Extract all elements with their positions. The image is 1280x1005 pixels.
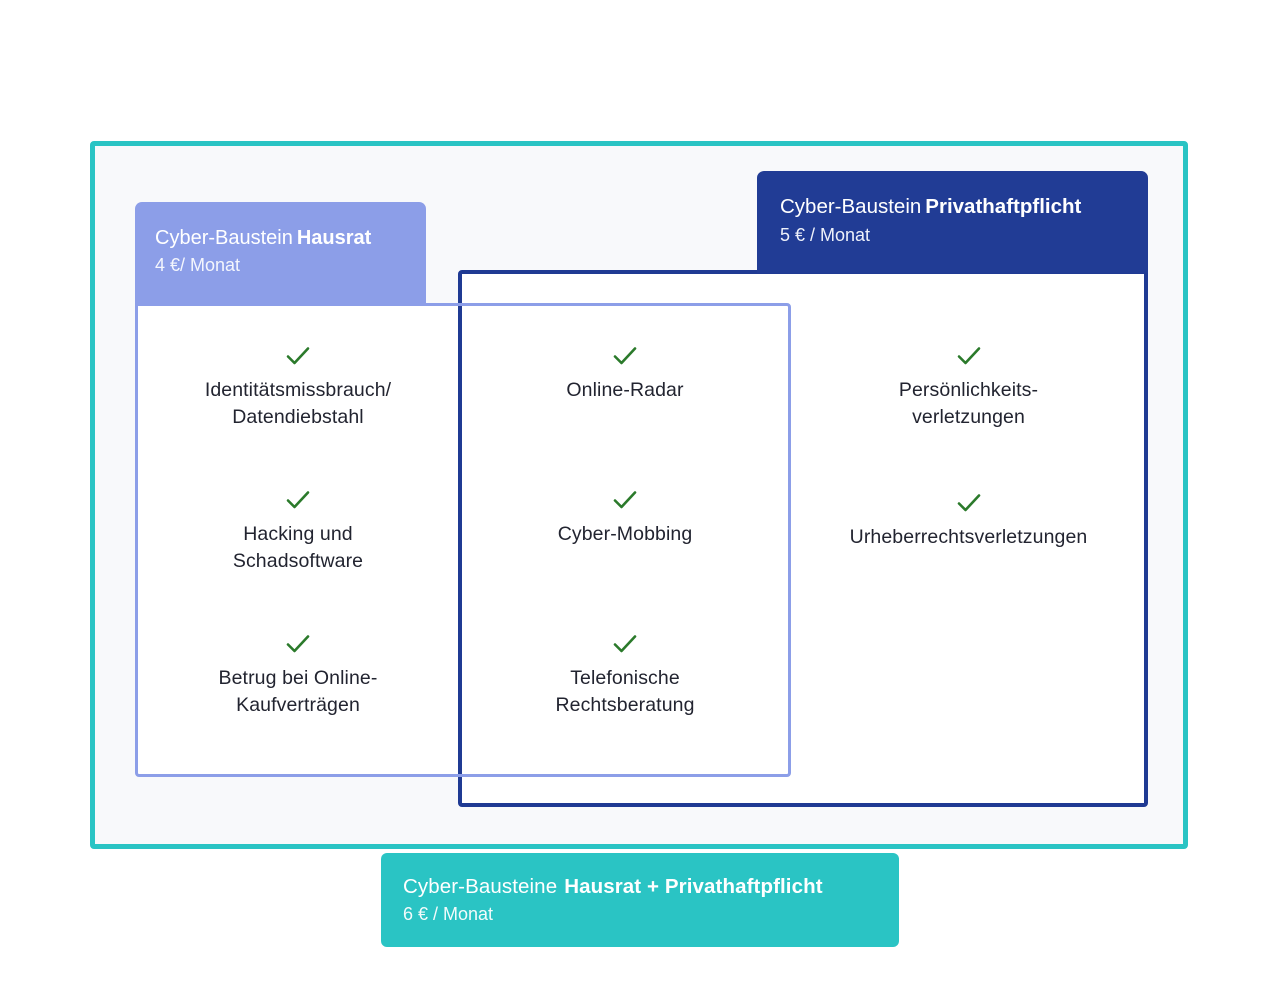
check-icon [285,633,311,655]
feature-label: Identitätsmissbrauch/ Datendiebstahl [204,379,392,428]
feature-item: Persönlichkeits- verletzungen [791,345,1146,492]
feature-columns: Identitätsmissbrauch/ Datendiebstahl Hac… [137,303,1146,777]
privathaftpflicht-title-prefix: Cyber-Baustein [780,195,922,218]
feature-label: Telefonische Rechtsberatung [555,667,695,716]
check-icon [612,633,638,655]
shared-feature-column: Online-Radar Cyber-Mobbing Telefonische … [459,303,791,777]
feature-label: Hacking und Schadsoftware [232,523,364,572]
check-icon [612,489,638,511]
feature-item: Hacking und Schadsoftware [137,489,459,633]
combined-title: Cyber-Bausteine Hausrat + Privathaftpflic… [403,873,877,901]
hausrat-price: 4 €/ Monat [155,255,241,275]
feature-item: Urheberrechtsverletzungen [791,492,1146,639]
privathaftpflicht-title-name: Privathaftpflicht [925,195,1082,218]
feature-label: Urheberrechtsverletzungen [849,526,1088,548]
hausrat-body-box [135,303,791,777]
privathaftpflicht-price: 5 € / Monat [780,224,871,245]
privathaftpflicht-feature-column: Persönlichkeits- verletzungen Urheberrec… [791,303,1146,777]
combined-package-caption: Cyber-Bausteine Hausrat + Privathaftpflic… [381,853,899,947]
combined-title-prefix: Cyber-Bausteine [403,875,558,898]
feature-label: Cyber-Mobbing [557,523,693,545]
check-icon [956,492,982,514]
check-icon [285,345,311,367]
feature-label: Online-Radar [566,379,684,401]
feature-item: Identitätsmissbrauch/ Datendiebstahl [137,345,459,489]
privathaftpflicht-body-box [458,270,1148,807]
hausrat-title-prefix: Cyber-Baustein [155,227,293,249]
check-icon [285,489,311,511]
combined-title-name: Hausrat + Privathaftpflicht [564,875,823,898]
feature-item: Cyber-Mobbing [459,489,791,633]
hausrat-feature-column: Identitätsmissbrauch/ Datendiebstahl Hac… [137,303,459,777]
feature-item: Online-Radar [459,345,791,489]
feature-item: Telefonische Rechtsberatung [459,633,791,777]
feature-label: Persönlichkeits- verletzungen [898,379,1039,428]
check-icon [956,345,982,367]
feature-label: Betrug bei Online- Kaufverträgen [218,667,378,716]
check-icon [612,345,638,367]
feature-item: Betrug bei Online- Kaufverträgen [137,633,459,777]
hausrat-title-name: Hausrat [296,227,372,249]
combined-price: 6 € / Monat [403,903,494,924]
